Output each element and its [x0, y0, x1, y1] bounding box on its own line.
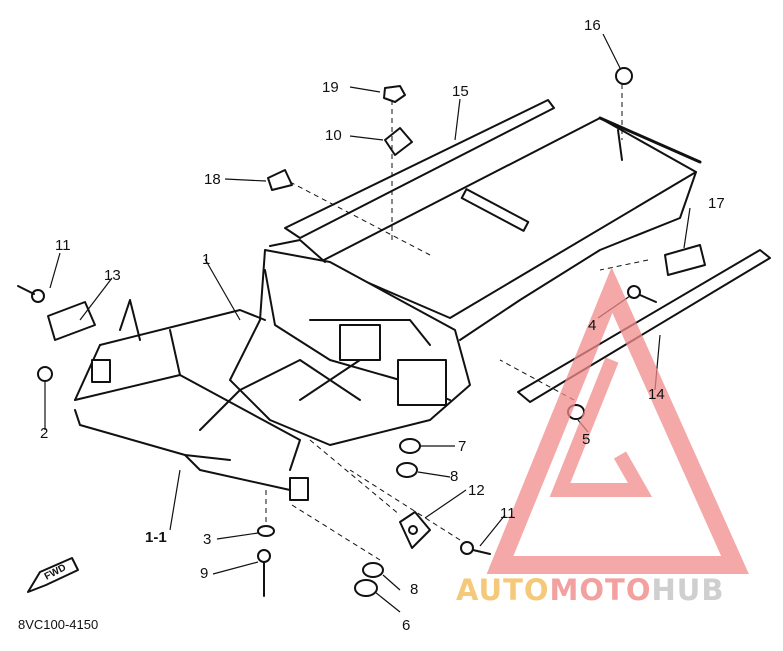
part-4-rivet	[627, 285, 641, 299]
callout-14: 14	[648, 386, 665, 403]
watermark-logo-icon	[486, 267, 749, 574]
callout-15: 15	[452, 83, 469, 100]
part-16-cap	[615, 67, 633, 85]
callout-17: 17	[708, 195, 725, 212]
part-19-nut	[383, 85, 406, 103]
part-13-plate	[47, 301, 96, 341]
callout-16: 16	[584, 17, 601, 34]
callout-5: 5	[582, 431, 591, 448]
callout-13: 13	[104, 267, 121, 284]
rail-15	[284, 99, 555, 239]
watermark-hub: HUB	[651, 573, 725, 607]
part-3-washer	[257, 525, 275, 537]
callout-4: 4	[588, 317, 597, 334]
callout-7: 7	[458, 438, 467, 455]
part-11-rivet-right	[460, 541, 474, 555]
callout-2: 2	[40, 425, 49, 442]
watermark-text: AUTOMOTOHUB	[456, 573, 724, 607]
watermark-auto: AUTO	[456, 573, 550, 607]
part-7-damper	[399, 438, 421, 454]
callout-11-left: 11	[55, 237, 71, 254]
part-6-damper	[354, 579, 378, 597]
callout-8-lower: 8	[410, 581, 419, 598]
callout-9: 9	[200, 565, 209, 582]
part-8-damper-upper	[396, 462, 418, 478]
part-2-bushing	[37, 366, 53, 382]
callout-12: 12	[468, 482, 485, 499]
main-frame	[229, 239, 471, 446]
callout-18: 18	[204, 171, 221, 188]
part-8-damper-lower	[362, 562, 384, 578]
callout-8-upper: 8	[450, 468, 459, 485]
tunnel-plate	[319, 116, 702, 341]
part-12-plate	[399, 511, 431, 549]
watermark-moto: MOTO	[549, 573, 652, 607]
part-10-bracket	[384, 127, 413, 156]
part-17-plate	[664, 244, 706, 276]
front-sub-frame	[74, 299, 309, 501]
callout-19: 19	[322, 79, 339, 96]
callout-1-1: 1-1	[145, 529, 167, 546]
part-11-rivet-left	[31, 289, 45, 303]
part-code: 8VC100-4150	[18, 617, 99, 632]
part-18-bracket	[267, 169, 293, 191]
callout-1: 1	[202, 251, 211, 268]
callout-11-right: 11	[500, 505, 516, 522]
callout-10: 10	[325, 127, 342, 144]
part-9-rivet	[257, 549, 271, 563]
callout-6: 6	[402, 617, 411, 634]
callout-3: 3	[203, 531, 212, 548]
fwd-arrow-icon	[27, 557, 79, 593]
